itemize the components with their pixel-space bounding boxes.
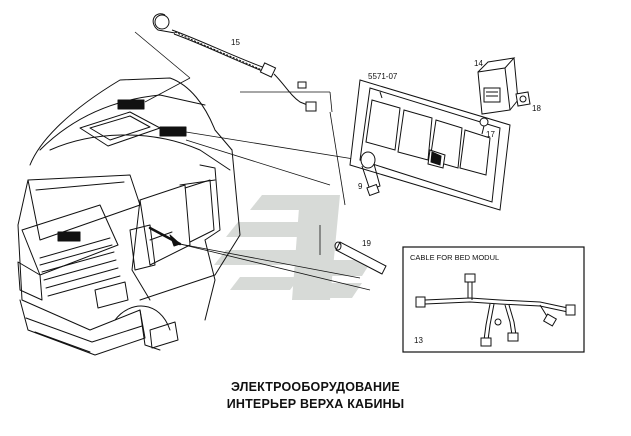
leader-lines (134, 31, 371, 291)
part-9-bulb (360, 151, 381, 197)
callout-9: 9 (358, 182, 363, 191)
callout-19: 19 (362, 239, 371, 248)
part-5571-07-panel (349, 79, 511, 211)
part-18-connector (515, 91, 531, 107)
callout-13: 13 (414, 336, 423, 345)
callout-5571-07: 5571-07 (368, 72, 398, 81)
callout-14: 14 (474, 59, 483, 68)
part-15-roof-harness (152, 13, 317, 112)
callout-17: 17 (486, 130, 495, 139)
inset-title: CABLE FOR BED MODUL (410, 253, 499, 262)
caption-line-2: ИНТЕРЬЕР ВЕРХА КАБИНЫ (226, 397, 405, 411)
part-17-screw (479, 117, 489, 135)
part-13-bed-cable (415, 273, 576, 347)
part-19-tube (334, 241, 387, 275)
inset-cable-for-bed-modul (402, 246, 585, 353)
part-14-module (477, 57, 519, 115)
callout-15: 15 (231, 38, 240, 47)
caption-line-1: ЭЛЕКТРООБОРУДОВАНИЕ (231, 380, 400, 394)
truck-cab-drawing (17, 77, 241, 356)
callout-18: 18 (532, 104, 541, 113)
callout-labels: 15 5571-07 14 18 17 9 19 13 CABLE FOR BE… (231, 38, 541, 345)
